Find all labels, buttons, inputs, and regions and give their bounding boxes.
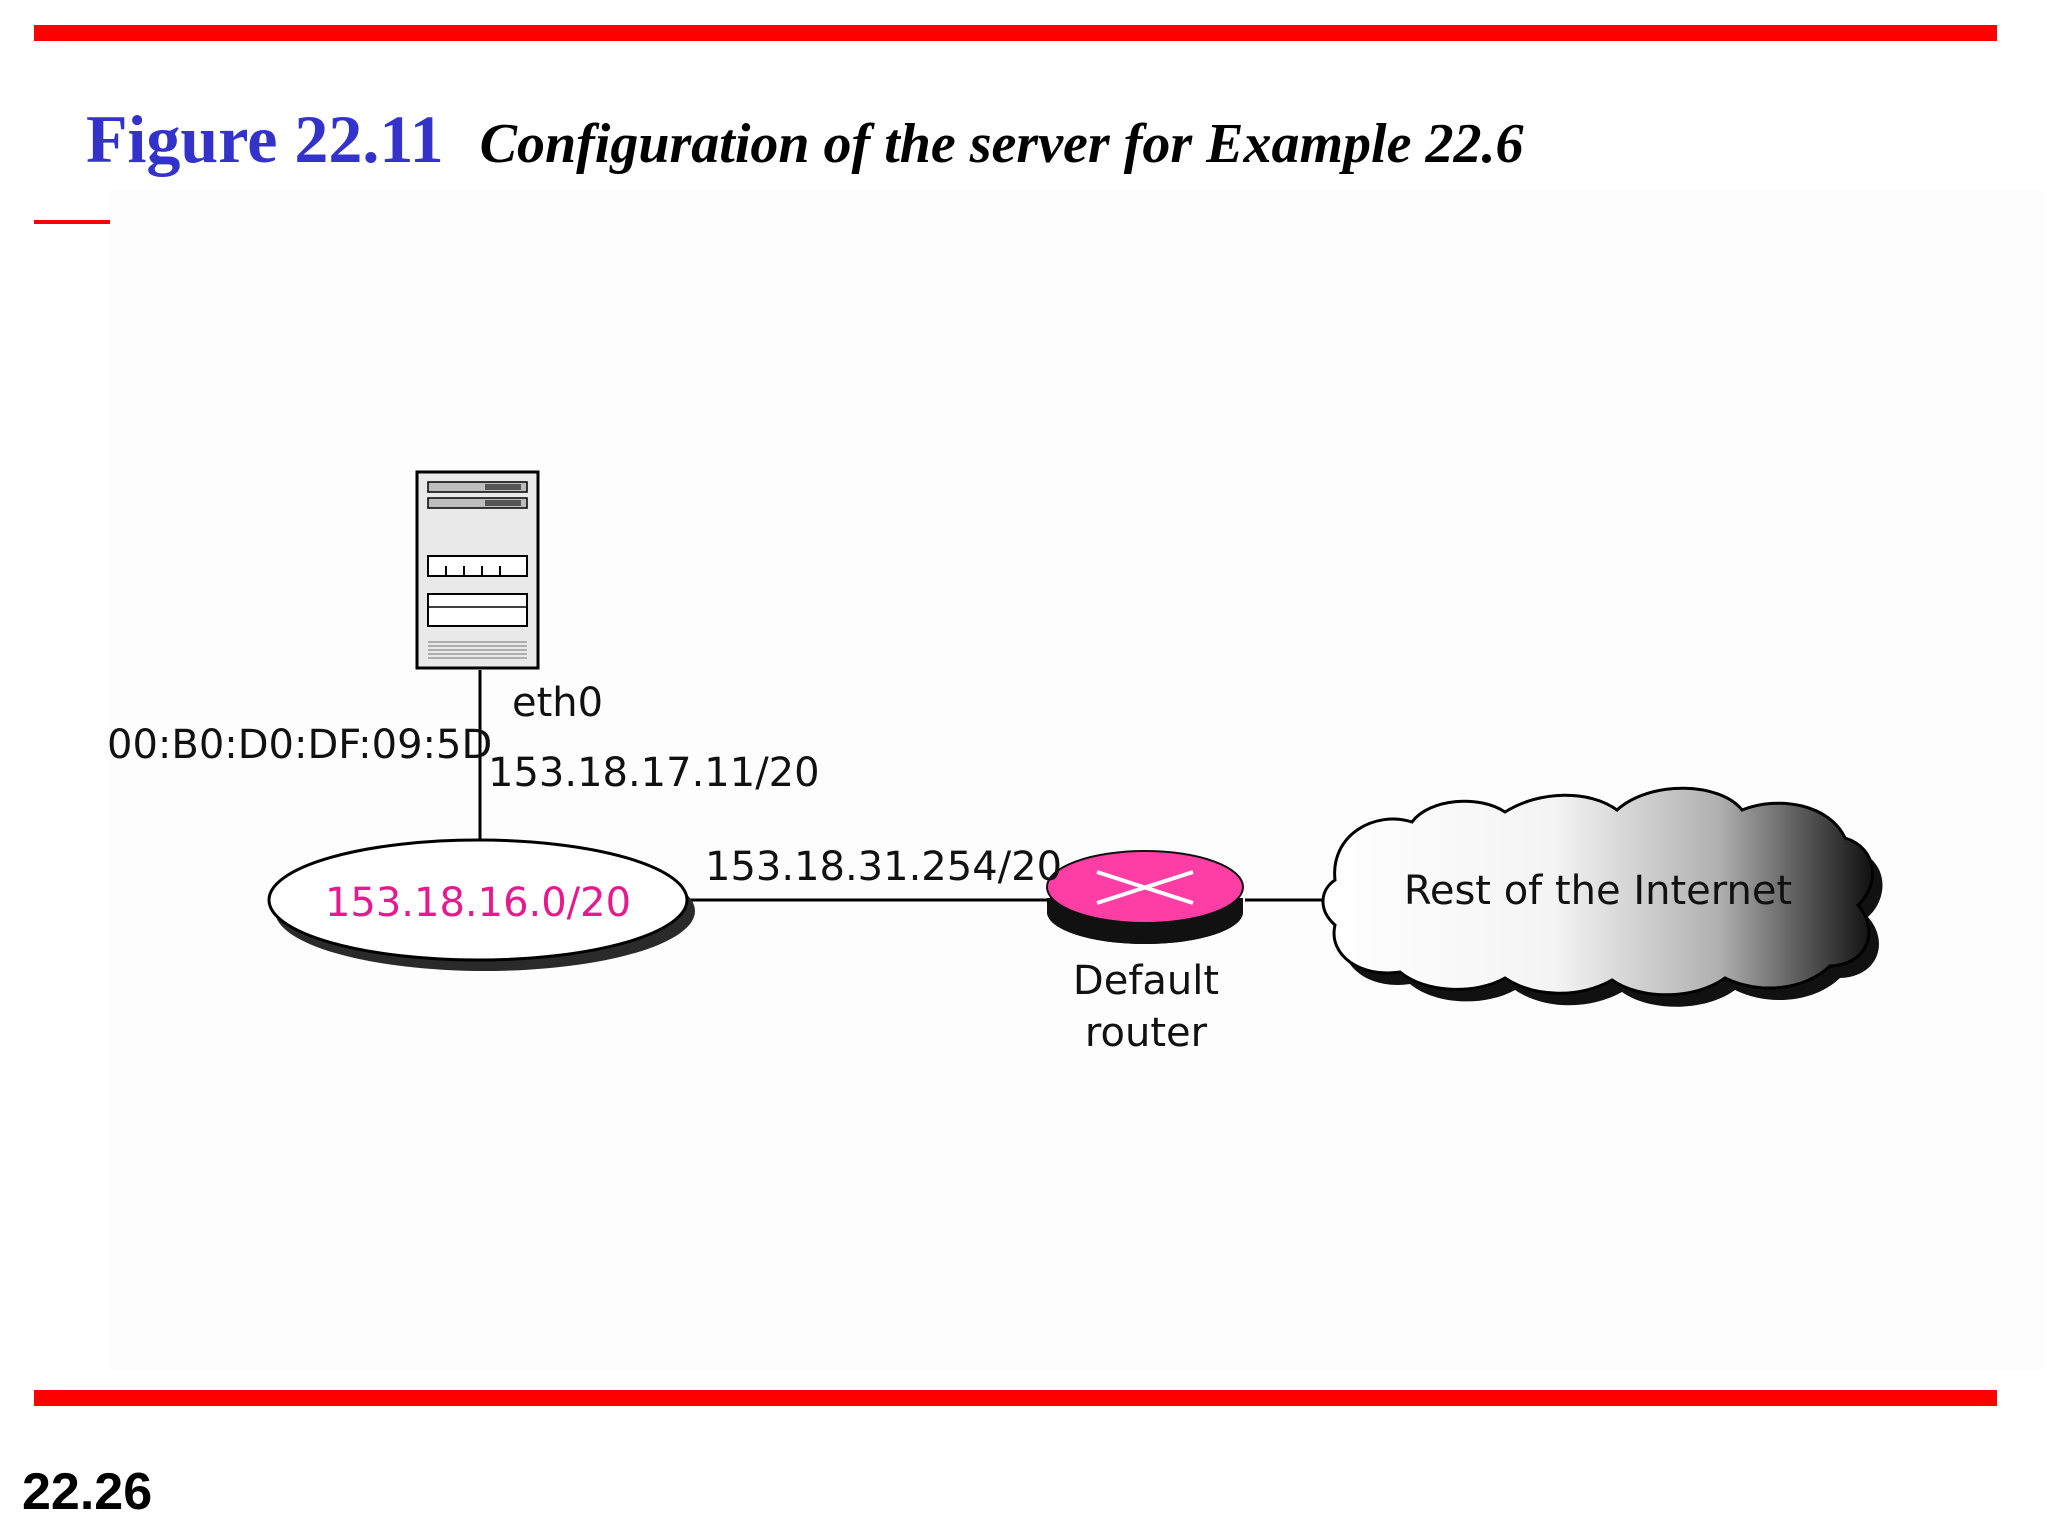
bottom-rule [34,1390,1997,1406]
network-address-label: 153.18.16.0/20 [325,880,631,926]
figure-title: Figure 22.11 Configuration of the server … [86,100,1523,190]
interface-label: eth0 [512,680,603,726]
mac-address-label: 00:B0:D0:DF:09:5D [107,722,492,768]
diagram-background [110,190,2045,1370]
figure-caption: Configuration of the server for Example … [479,113,1524,175]
figure-number: Figure 22.11 [86,101,444,177]
router-label-line1: Default [1073,958,1219,1004]
internet-label: Rest of the Internet [1404,868,1792,914]
page-number: 22.26 [22,1463,153,1521]
internet-cloud-icon [1321,786,1883,1007]
router-ip-label: 153.18.31.254/20 [705,844,1062,890]
router-label-line2: router [1085,1010,1208,1056]
server-ip-label: 153.18.17.11/20 [488,750,820,796]
top-rule [34,25,1997,41]
network-ellipse [267,838,695,971]
server-icon [415,470,540,670]
router-icon [1046,850,1244,944]
